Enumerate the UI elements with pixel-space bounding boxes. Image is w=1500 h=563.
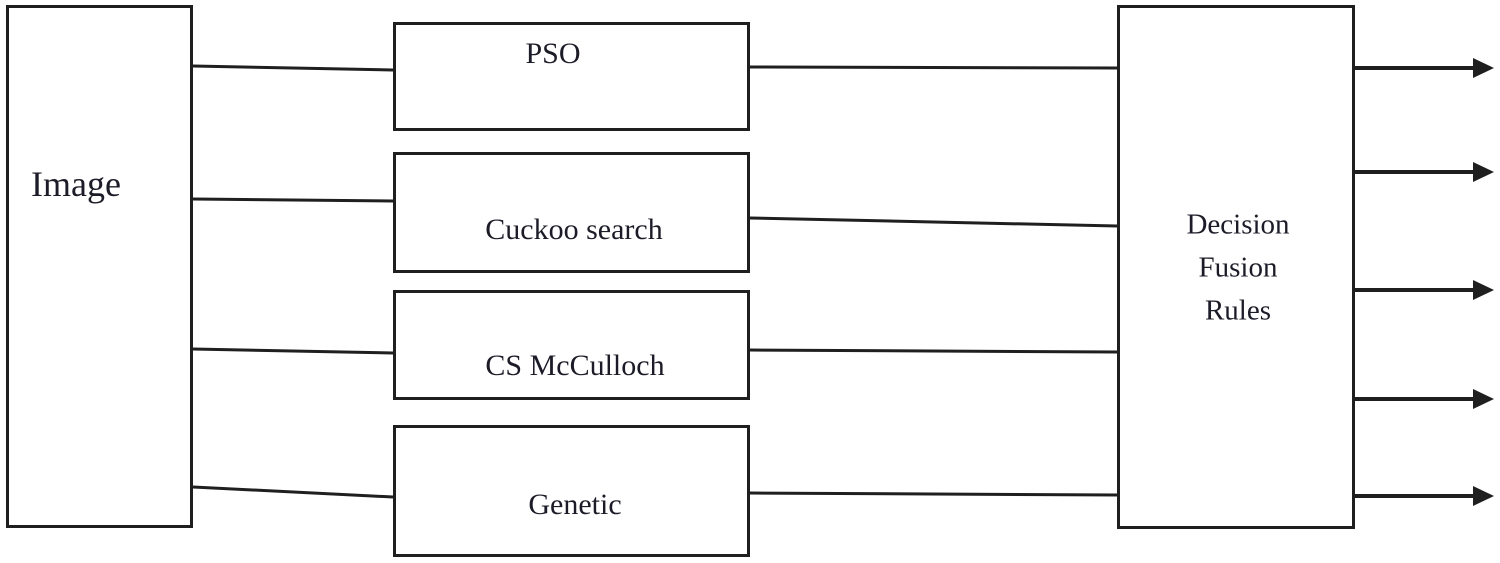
node-decision-fusion-rules: Decision Fusion Rules: [1117, 5, 1355, 529]
edge-genetic-decision: [749, 491, 1118, 497]
edge-image-pso: [192, 64, 394, 72]
decision-label-line-3: Rules: [1204, 294, 1272, 327]
arrowhead-icon: [1473, 280, 1494, 300]
node-image: Image: [6, 5, 193, 528]
edge-image-cuckoo: [192, 197, 394, 203]
node-cuckoo-search: Cuckoo search: [393, 152, 750, 273]
node-pso-label: PSO: [525, 37, 581, 70]
edge-cuckoo-decision: [749, 216, 1118, 228]
arrowhead-icon: [1473, 389, 1494, 409]
node-cs-mcculloch: CS McCulloch: [393, 290, 750, 400]
output-arrow-3: [1355, 280, 1494, 300]
node-genetic-label: Genetic: [528, 488, 622, 521]
node-pso: PSO: [393, 22, 750, 131]
edge-image-cs-mcculloch: [192, 347, 394, 355]
decision-label-line-2: Fusion: [1198, 251, 1278, 284]
decision-label-line-1: Decision: [1186, 208, 1290, 241]
node-genetic: Genetic: [393, 425, 750, 557]
output-arrow-1: [1355, 58, 1494, 78]
node-image-label: Image: [31, 164, 121, 204]
output-arrow-5: [1355, 486, 1494, 506]
output-arrow-2: [1355, 162, 1494, 182]
node-cuckoo-search-label: Cuckoo search: [485, 213, 663, 246]
node-cs-mcculloch-label: CS McCulloch: [485, 349, 665, 382]
arrowhead-icon: [1473, 486, 1494, 506]
edge-pso-decision: [749, 65, 1118, 70]
edge-cs-mcculloch-decision: [749, 348, 1118, 354]
output-arrow-4: [1355, 389, 1494, 409]
arrowhead-icon: [1473, 162, 1494, 182]
node-decision-fusion-rules-label: Decision Fusion Rules: [1186, 204, 1289, 333]
edge-image-genetic: [192, 485, 394, 499]
arrowhead-icon: [1473, 58, 1494, 78]
